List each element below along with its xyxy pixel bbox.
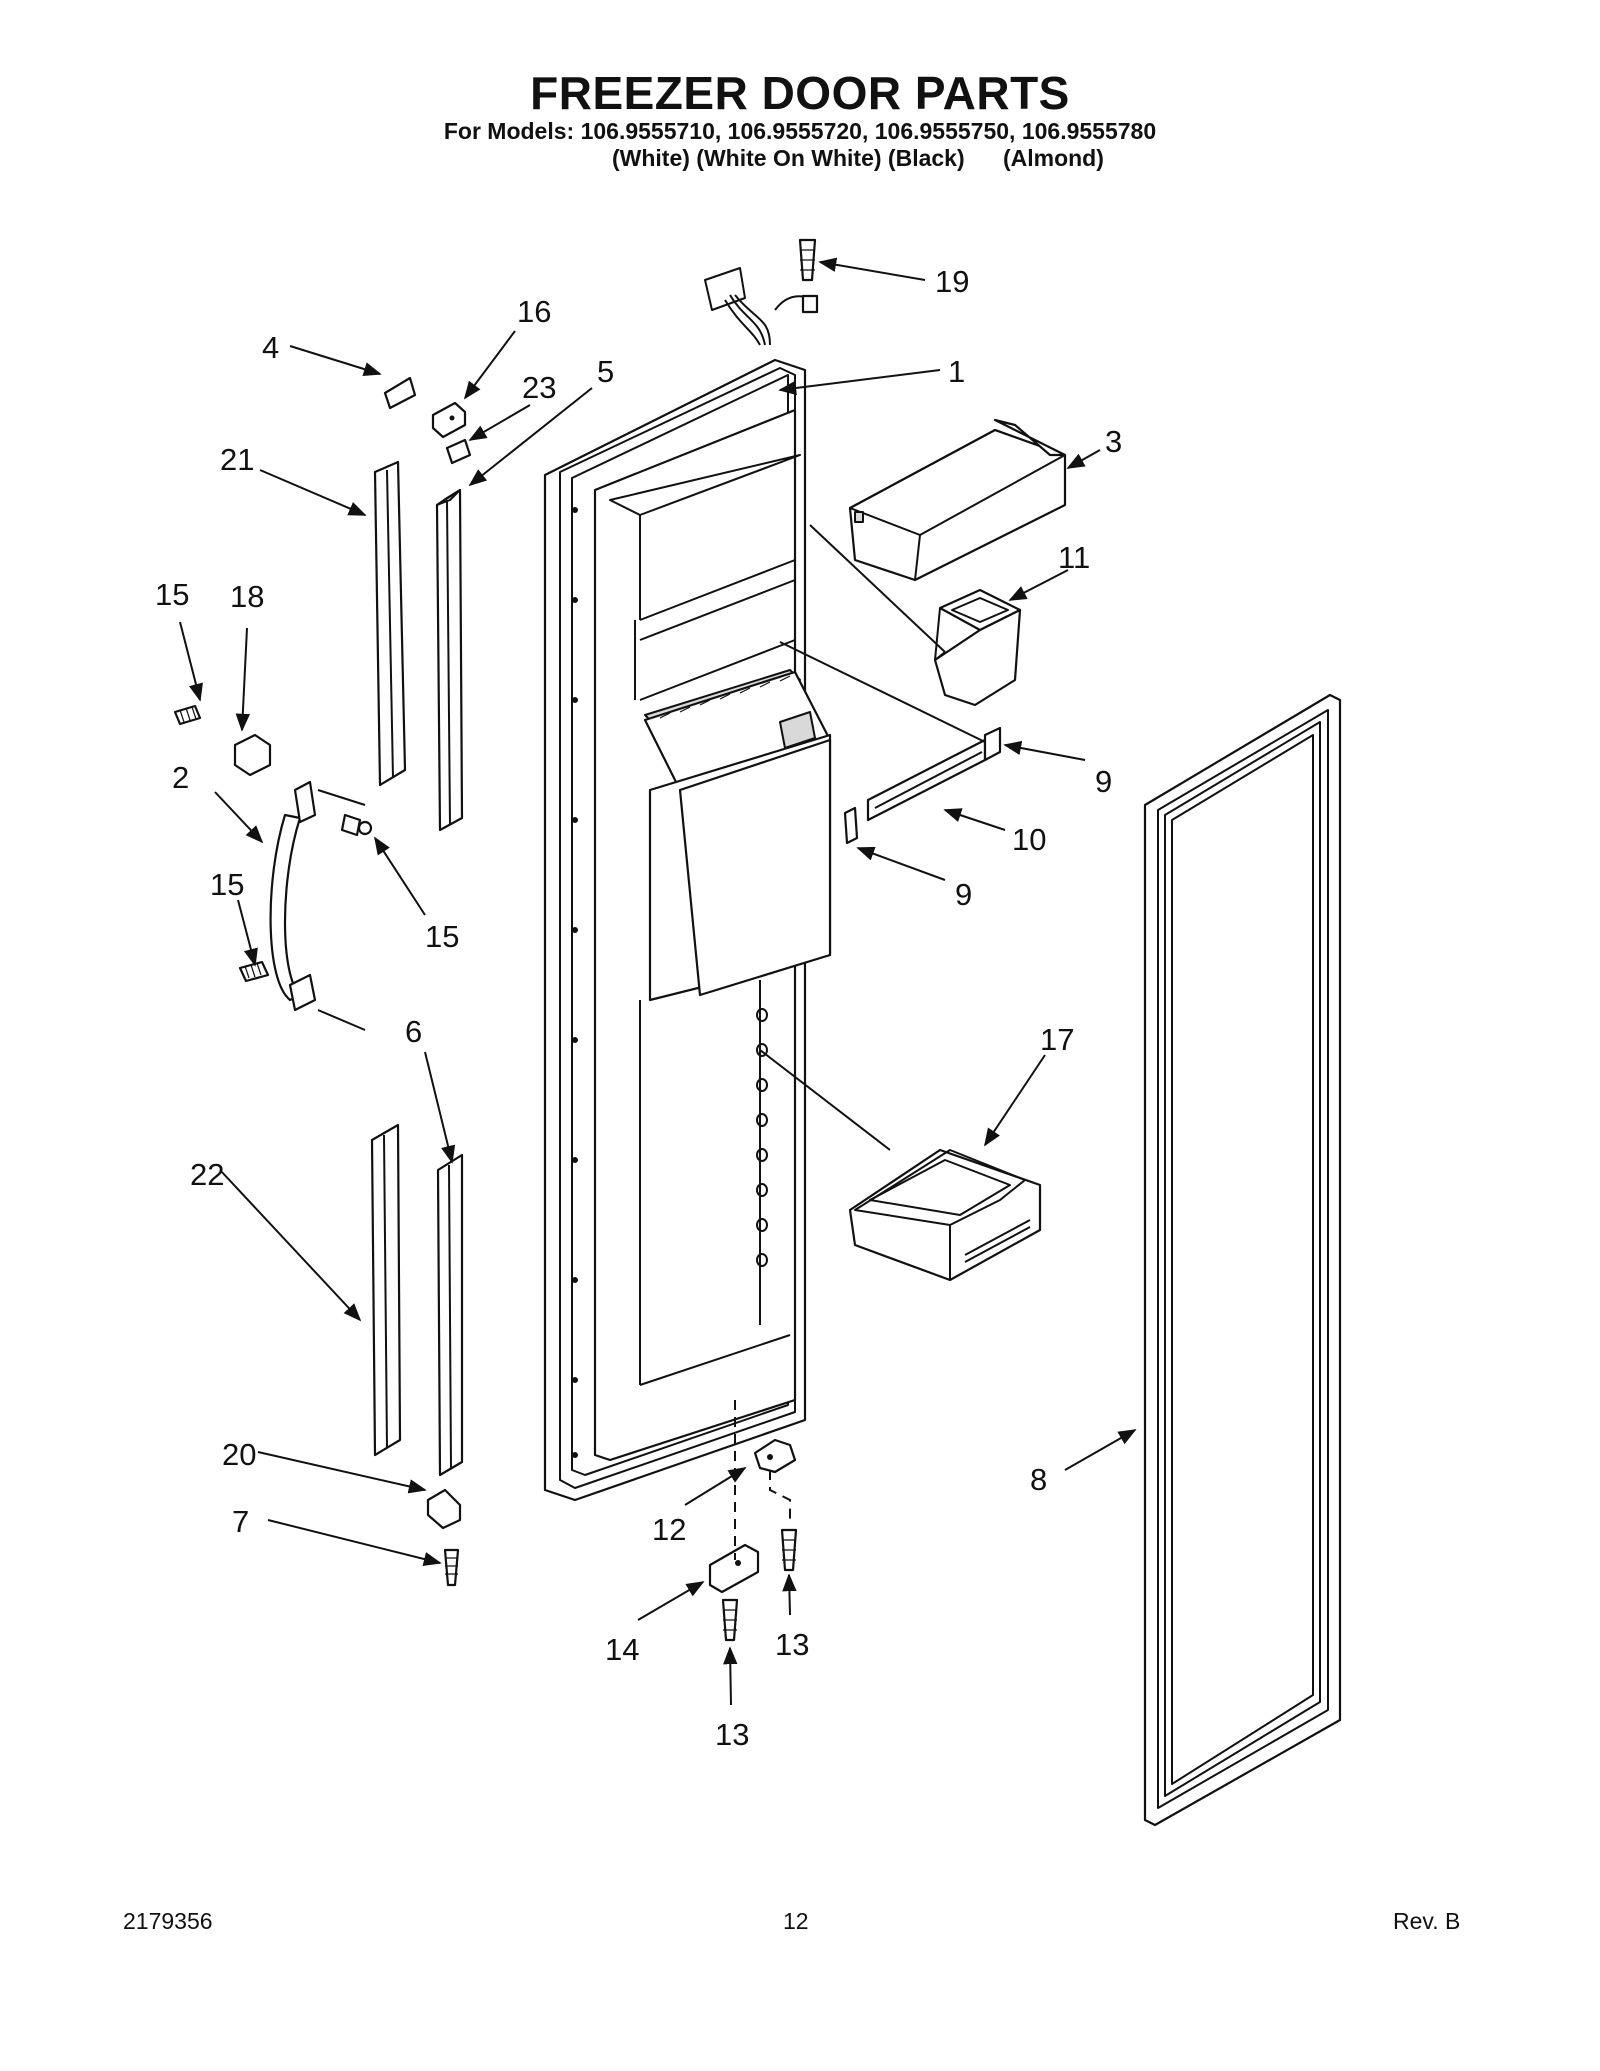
callout-20: 20 — [222, 1437, 256, 1472]
callout-2: 2 — [172, 760, 189, 795]
handle-cap-18 — [233, 733, 272, 777]
callout-15c: 15 — [425, 919, 459, 954]
screw-15a — [173, 704, 202, 726]
hinge-cover-16 — [431, 401, 467, 439]
callout-13b: 13 — [715, 1717, 749, 1752]
screw-19 — [798, 238, 817, 282]
callout-labels: 1 2 3 4 5 6 7 8 9 9 10 11 12 13 13 14 15… — [155, 264, 1122, 1752]
leader-lines — [179, 257, 1137, 1706]
callout-21: 21 — [220, 442, 254, 477]
callout-14: 14 — [605, 1632, 639, 1667]
callout-9b: 9 — [955, 877, 972, 912]
page-number: 12 — [783, 1908, 809, 1934]
callout-23: 23 — [522, 370, 556, 405]
wire-harness — [704, 267, 819, 346]
doc-number: 2179356 — [123, 1908, 213, 1934]
door-gasket — [1143, 693, 1342, 1827]
callout-4: 4 — [262, 330, 279, 365]
trim-6 — [436, 1153, 464, 1477]
callout-16: 16 — [517, 294, 551, 329]
bezel-bracket — [843, 726, 1002, 845]
door-shelf — [848, 418, 1067, 582]
revision: Rev. B — [1393, 1908, 1461, 1934]
callout-6: 6 — [405, 1014, 422, 1049]
hinge-14 — [708, 1543, 760, 1594]
screw-15b — [340, 813, 373, 837]
callout-15a: 15 — [155, 577, 189, 612]
hinge-12 — [753, 1438, 797, 1474]
callout-9a: 9 — [1095, 764, 1112, 799]
drip-tray — [848, 1148, 1042, 1282]
door-handle — [269, 780, 366, 1031]
trim-22 — [370, 1123, 402, 1457]
screw-13b — [721, 1598, 739, 1642]
hinge-20 — [426, 1488, 462, 1530]
page-title: FREEZER DOOR PARTS — [530, 67, 1070, 119]
callout-18: 18 — [230, 579, 264, 614]
screw-7 — [443, 1548, 460, 1587]
models-line: For Models: 106.9555710, 106.9555720, 10… — [443, 118, 1157, 144]
clip-4 — [383, 376, 417, 410]
callout-3: 3 — [1105, 424, 1122, 459]
trim-21 — [373, 460, 407, 787]
bracket-23 — [445, 438, 472, 465]
callout-22: 22 — [190, 1157, 224, 1192]
callout-19: 19 — [935, 264, 969, 299]
colors-line: (White) (White On White) (Black) (Almond… — [612, 145, 1104, 171]
dispenser-housing — [643, 669, 832, 1002]
callout-15b: 15 — [210, 867, 244, 902]
callout-10: 10 — [1012, 822, 1046, 857]
ice-chute — [933, 588, 1022, 707]
callout-1: 1 — [948, 354, 965, 389]
screw-13a — [780, 1528, 798, 1572]
callout-8: 8 — [1030, 1462, 1047, 1497]
callout-7: 7 — [232, 1504, 249, 1539]
trim-5 — [435, 488, 464, 832]
callout-11: 11 — [1058, 540, 1090, 575]
callout-13a: 13 — [775, 1627, 809, 1662]
callout-17: 17 — [1040, 1022, 1074, 1057]
callout-12: 12 — [652, 1512, 686, 1547]
callout-5: 5 — [597, 354, 614, 389]
door-liner — [543, 267, 832, 1502]
